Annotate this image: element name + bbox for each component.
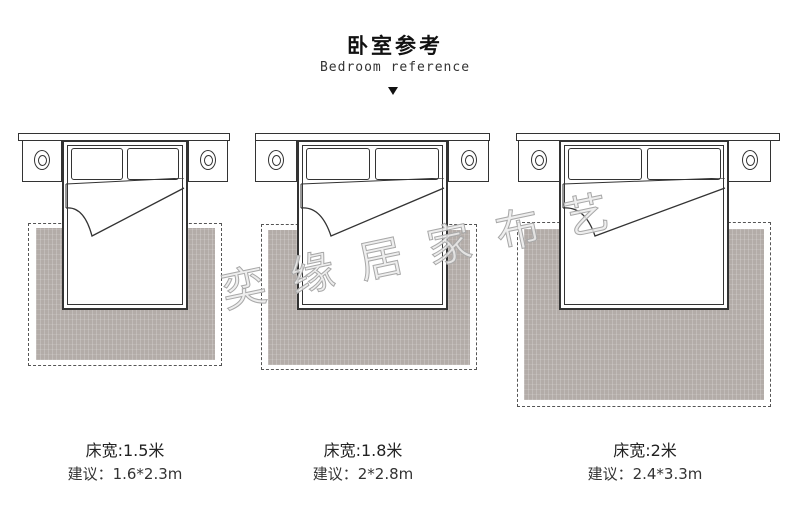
bed-width-label: 床宽:1.8米 [323, 441, 403, 460]
pillow [568, 148, 642, 180]
nightstand-right [448, 140, 489, 182]
nightstand-left [255, 140, 297, 182]
page-title: 卧室参考 [347, 34, 443, 58]
bed-width-label: 床宽:2米 [613, 441, 677, 460]
blanket-fold [562, 178, 726, 237]
blanket-fold [65, 178, 185, 237]
lamp-icon [268, 150, 284, 170]
nightstand-left [22, 140, 62, 182]
lamp-icon [742, 150, 758, 170]
bed [297, 140, 448, 310]
pillow [127, 148, 179, 180]
rug-size-suggestion: 建议：1.6*2.3m [67, 465, 183, 483]
nightstand-left [518, 140, 560, 182]
down-arrow-icon [388, 87, 398, 95]
rug-size-suggestion: 建议：2.4*3.3m [587, 465, 703, 483]
lamp-icon [34, 150, 50, 170]
page-subtitle: Bedroom reference [319, 60, 471, 75]
pillow [71, 148, 123, 180]
rug-size-suggestion: 建议：2*2.8m [312, 465, 414, 483]
bed [62, 140, 188, 310]
blanket-fold [300, 178, 445, 237]
nightstand-right [188, 140, 228, 182]
lamp-icon [461, 150, 477, 170]
pillow [306, 148, 370, 180]
lamp-icon [200, 150, 216, 170]
pillow [375, 148, 439, 180]
nightstand-right [728, 140, 771, 182]
pillow [647, 148, 721, 180]
lamp-icon [531, 150, 547, 170]
bed-width-label: 床宽:1.5米 [85, 441, 165, 460]
bed [559, 140, 729, 310]
